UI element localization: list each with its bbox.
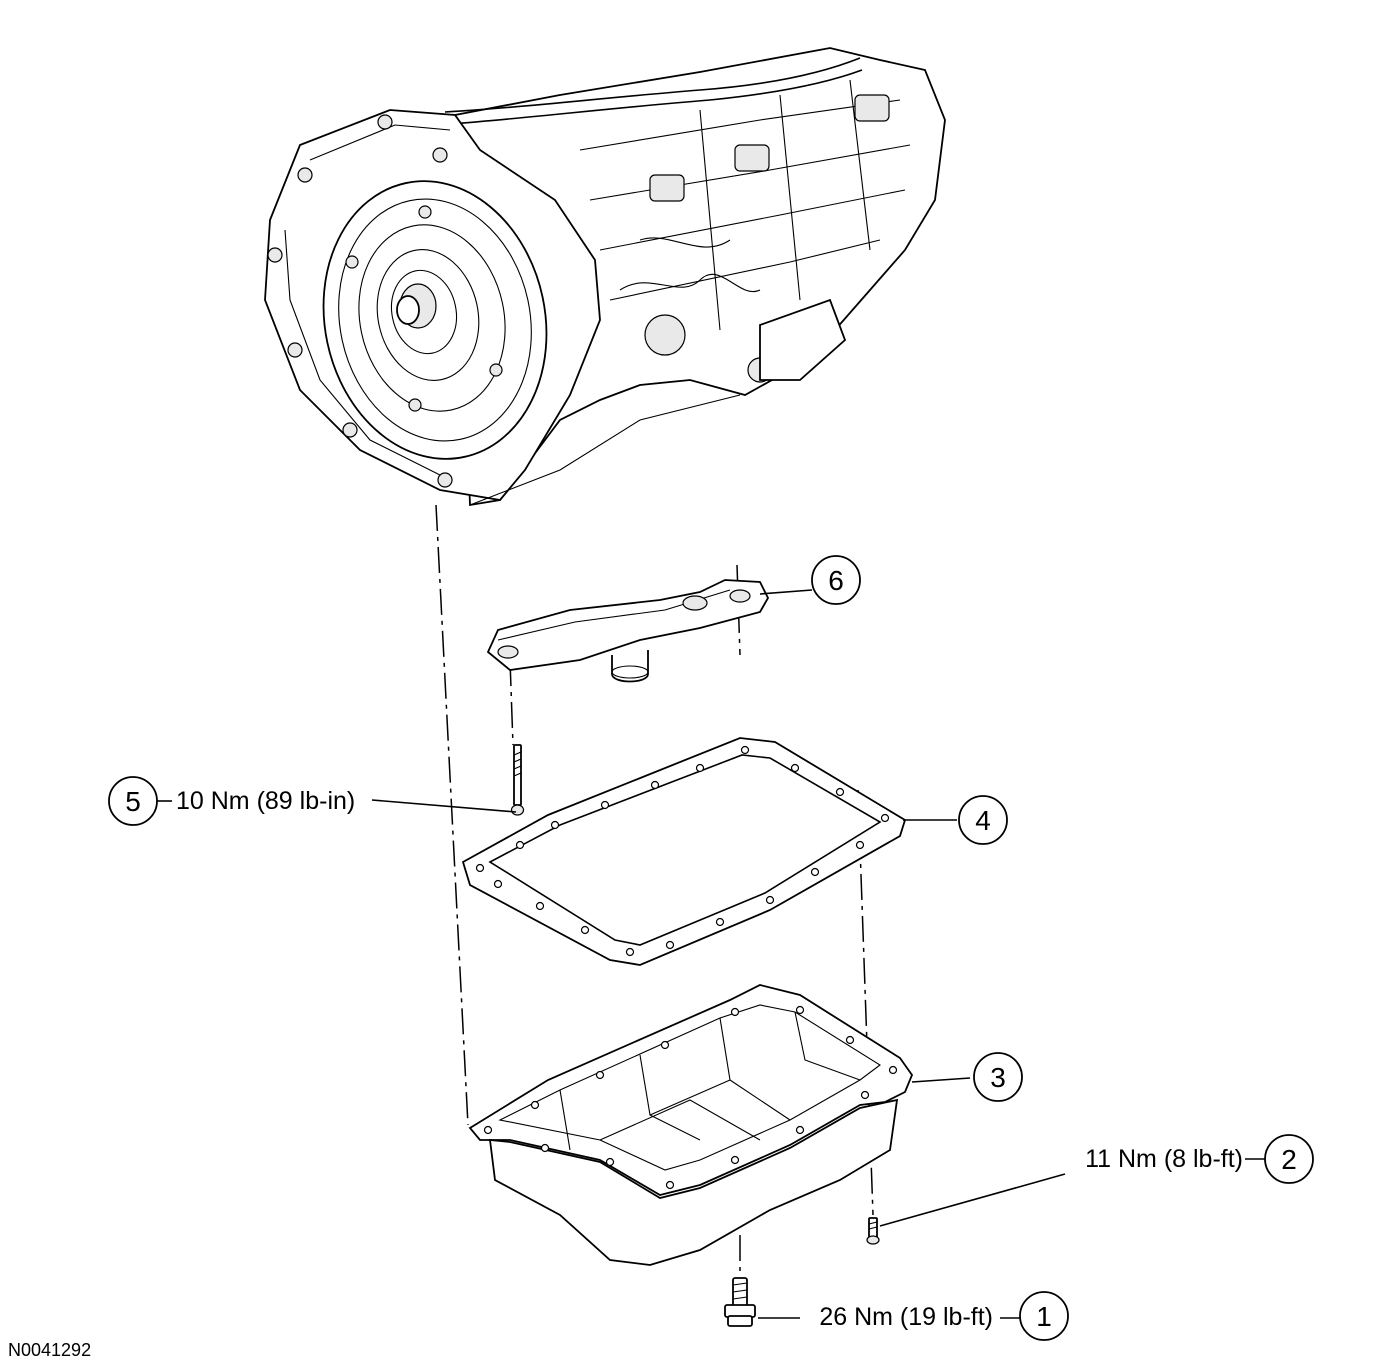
transmission-assembly xyxy=(264,47,946,507)
pan-bolt xyxy=(866,1217,880,1245)
callout-6: 6 xyxy=(811,555,861,605)
callout-5: 5 10 Nm (89 lb-in) xyxy=(108,776,355,826)
callout-number: 2 xyxy=(1281,1144,1297,1175)
callout-number: 3 xyxy=(990,1062,1006,1093)
callout-circle xyxy=(1264,1134,1314,1184)
callout-number: 5 xyxy=(125,786,141,817)
callout-2: 2 11 Nm (8 lb-ft) xyxy=(1085,1134,1314,1184)
callout-circle xyxy=(108,776,158,826)
drain-plug xyxy=(724,1277,756,1327)
leader-lines xyxy=(157,589,1265,1319)
callout-3: 3 xyxy=(973,1052,1023,1102)
callout-circle xyxy=(811,555,861,605)
figure-id: N0041292 xyxy=(8,1340,91,1360)
callout-number: 6 xyxy=(828,565,844,596)
callout-number: 1 xyxy=(1036,1301,1052,1332)
pan-gasket xyxy=(461,737,907,966)
torque-spec: 11 Nm (8 lb-ft) xyxy=(1085,1145,1243,1173)
filter-bolt xyxy=(510,744,525,816)
callout-circle xyxy=(1019,1291,1069,1341)
callout-1: 1 26 Nm (19 lb-ft) xyxy=(819,1291,1069,1341)
callout-4: 4 xyxy=(958,795,1008,845)
callout-circle xyxy=(958,795,1008,845)
oil-pan xyxy=(468,984,914,1266)
torque-spec: 26 Nm (19 lb-ft) xyxy=(819,1303,993,1331)
callout-number: 4 xyxy=(975,805,991,836)
transmission-filter xyxy=(486,579,770,683)
torque-spec: 10 Nm (89 lb-in) xyxy=(176,787,355,815)
callout-circle xyxy=(973,1052,1023,1102)
